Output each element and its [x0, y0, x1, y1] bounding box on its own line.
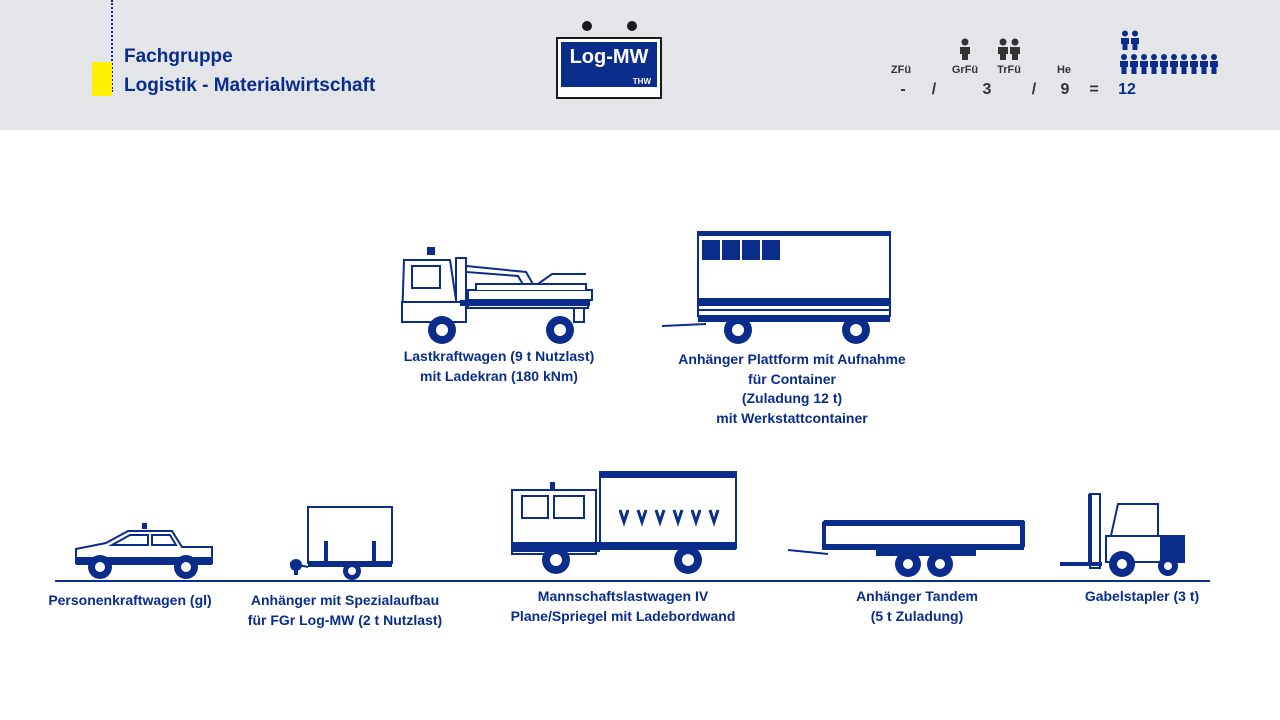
header-divider — [111, 0, 113, 92]
caption-line: Plane/Spriegel mit Ladebordwand — [510, 607, 736, 624]
value-total: 12 — [1118, 81, 1136, 98]
person-icon — [960, 38, 970, 60]
label-grfu: GrFü — [951, 64, 979, 76]
forklift-icon — [1060, 493, 1185, 577]
person-pair-icon — [998, 38, 1020, 60]
ground-line — [55, 580, 1210, 582]
caption-line: Mannschaftslastwagen IV — [537, 588, 709, 604]
caption-car: Personenkraftwagen (gl) — [48, 591, 211, 611]
car-icon — [75, 523, 213, 579]
caption-line: (5 t Zuladung) — [870, 607, 964, 624]
box-trailer-icon — [289, 506, 393, 580]
label-he: He — [1056, 64, 1072, 76]
caption-line: Anhänger Tandem — [856, 588, 978, 604]
accent-marker — [92, 62, 112, 96]
caption-crew-truck: Mannschaftslastwagen IV Plane/Spriegel m… — [511, 587, 736, 626]
total-persons-icon — [1120, 30, 1218, 74]
value-grfu: 3 — [982, 81, 992, 98]
label-trfu: TrFü — [997, 64, 1021, 76]
logo-text: Log-MW — [569, 46, 649, 68]
caption-line: Anhänger mit Spezialaufbau — [250, 592, 440, 608]
caption-box-trailer: Anhänger mit Spezialaufbau für FGr Log-M… — [248, 591, 442, 630]
label-zfu: ZFü — [890, 64, 912, 76]
logo-dot-left — [582, 21, 592, 31]
caption-forklift: Gabelstapler (3 t) — [1085, 587, 1199, 607]
caption-tandem-trailer: Anhänger Tandem (5 t Zuladung) — [856, 587, 978, 626]
title-line-2: Logistik - Materialwirtschaft — [124, 75, 376, 96]
caption-line: (Zuladung 12 t) — [741, 390, 843, 406]
value-zfu: - — [900, 81, 906, 98]
caption-line: Lastkraftwagen (9 t Nutzlast) — [403, 348, 595, 364]
unit-logo: Log-MW THW — [556, 37, 662, 99]
caption-container-trailer: Anhänger Plattform mit Aufnahme für Cont… — [678, 350, 905, 428]
equals-sign: = — [1089, 81, 1099, 98]
value-he: 9 — [1060, 81, 1070, 98]
title-line-1: Fachgruppe — [124, 46, 233, 67]
truck-crane-icon — [400, 247, 593, 344]
caption-truck-crane: Lastkraftwagen (9 t Nutzlast) mit Ladekr… — [404, 347, 595, 386]
crew-truck-icon — [511, 471, 737, 574]
separator-2: / — [1031, 81, 1037, 98]
caption-line: Gabelstapler (3 t) — [1084, 588, 1200, 604]
caption-line: mit Werkstattcontainer — [716, 409, 868, 426]
caption-line: Personenkraftwagen (gl) — [48, 592, 212, 608]
caption-line: mit Ladekran (180 kNm) — [420, 367, 578, 384]
logo-subtext: THW — [632, 77, 651, 86]
header-bar: Fachgruppe Logistik - Materialwirtschaft… — [0, 0, 1280, 130]
logo-dot-right — [627, 21, 637, 31]
caption-line: Anhänger Plattform mit Aufnahme — [678, 351, 906, 367]
container-trailer-icon — [661, 231, 891, 344]
tandem-trailer-icon — [787, 520, 1025, 577]
caption-line: für Container — [748, 370, 836, 387]
separator-1: / — [931, 81, 937, 98]
caption-line: für FGr Log-MW (2 t Nutzlast) — [247, 611, 443, 628]
